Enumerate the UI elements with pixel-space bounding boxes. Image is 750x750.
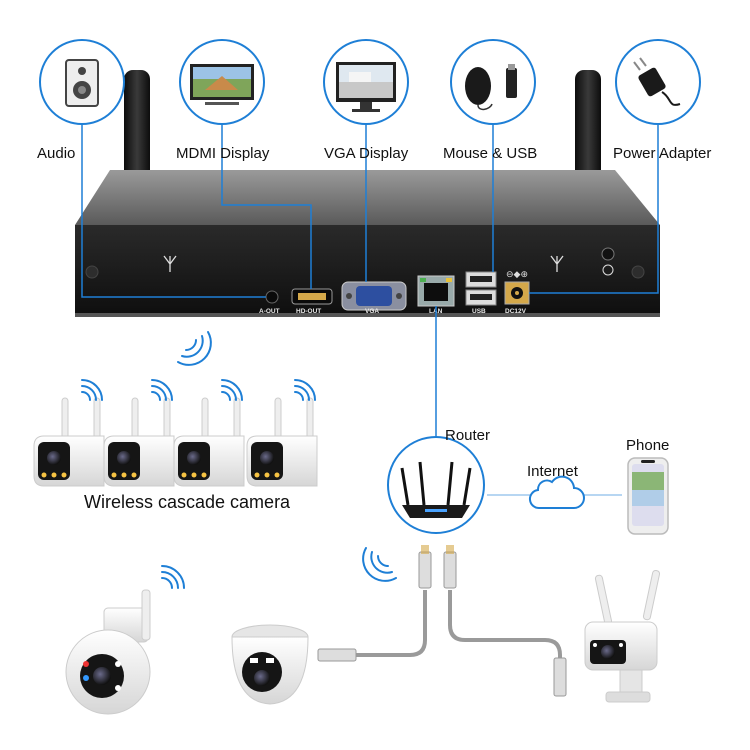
power-adapter-device — [615, 39, 701, 125]
port-label-usb: USB — [472, 308, 486, 315]
wifi-icon — [177, 331, 212, 366]
vga-port — [341, 281, 407, 311]
port-label-vga: VGA — [365, 308, 379, 315]
phone-label: Phone — [626, 437, 670, 454]
usb-ports — [465, 271, 497, 306]
dc-polarity-icon: ⊖◆⊕ — [506, 270, 528, 280]
internet-cloud-icon — [529, 475, 585, 510]
monitor-icon — [336, 62, 396, 112]
wifi-icon — [221, 379, 243, 401]
router-icon — [400, 461, 472, 518]
power-adapter-icon — [633, 57, 681, 106]
ethernet-plug-1-icon — [418, 545, 432, 589]
wireless-bullet-camera — [173, 397, 245, 487]
ethernet-plug-3-icon — [317, 648, 357, 662]
wireless-bullet-camera — [246, 397, 318, 487]
port-label-aout: A-OUT — [259, 308, 280, 315]
hdmi-display-device — [179, 39, 265, 125]
audio-label: Audio — [37, 145, 76, 162]
router-device — [387, 436, 485, 534]
wifi-icon — [81, 379, 103, 401]
port-label-dc: DC12V — [505, 308, 527, 315]
router-label: Router — [445, 427, 491, 444]
ptz-camera — [65, 589, 151, 715]
mouse-usb-device — [450, 39, 536, 125]
dome-camera — [231, 624, 309, 705]
wireless-bullet-camera — [103, 397, 175, 487]
vga-display-label: VGA Display — [324, 145, 409, 162]
usb-dongle-icon — [506, 68, 517, 98]
wireless-camera-caption: Wireless cascade camera — [84, 492, 291, 512]
hdmi-display-label: MDMI Display — [176, 145, 270, 162]
mouse-icon — [465, 67, 491, 105]
wifi-icon-ptz — [161, 565, 185, 589]
antenna-symbol-right-icon — [550, 255, 564, 272]
connection-lines — [81, 122, 659, 445]
lan-port — [417, 275, 455, 307]
wireless-bullet-camera — [33, 397, 105, 487]
ethernet-plug-2-icon — [443, 545, 457, 589]
power-adapter-label: Power Adapter — [613, 145, 712, 162]
mouse-usb-label: Mouse & USB — [443, 145, 538, 162]
wired-bullet-camera — [584, 569, 661, 703]
wifi-icon — [294, 379, 316, 401]
ethernet-cables — [355, 590, 562, 660]
vga-display-device — [323, 39, 409, 125]
ground-screw-icon — [601, 247, 615, 261]
internet-label: Internet — [527, 463, 578, 480]
ground-symbol-icon — [602, 264, 614, 276]
wifi-icon-lower — [362, 547, 397, 582]
audio-out-port — [265, 290, 279, 304]
port-label-hdout: HD-OUT — [296, 308, 321, 315]
audio-device — [39, 39, 125, 125]
monitor-icon — [190, 64, 254, 105]
antenna-symbol-left-icon — [163, 255, 177, 272]
wifi-icon — [151, 379, 173, 401]
ethernet-plug-4-icon — [553, 657, 567, 697]
dc-power-port — [504, 281, 530, 305]
phone-device — [627, 457, 669, 535]
